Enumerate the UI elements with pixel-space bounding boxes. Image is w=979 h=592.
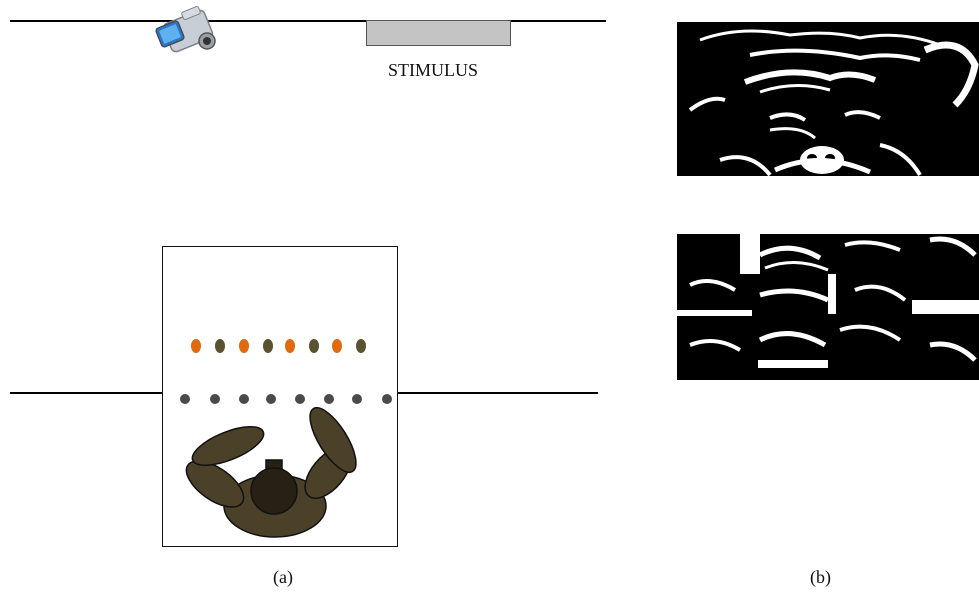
left-wall-line: [10, 392, 162, 394]
stimulus-label: STIMULUS: [388, 60, 479, 80]
panel-a-caption: (a): [273, 567, 293, 587]
stimulus-screen: [366, 20, 511, 46]
top-wall-line: [10, 20, 606, 22]
testing-booth: [162, 246, 398, 547]
right-wall-line: [398, 392, 598, 394]
panel-b-caption: (b): [810, 567, 831, 587]
